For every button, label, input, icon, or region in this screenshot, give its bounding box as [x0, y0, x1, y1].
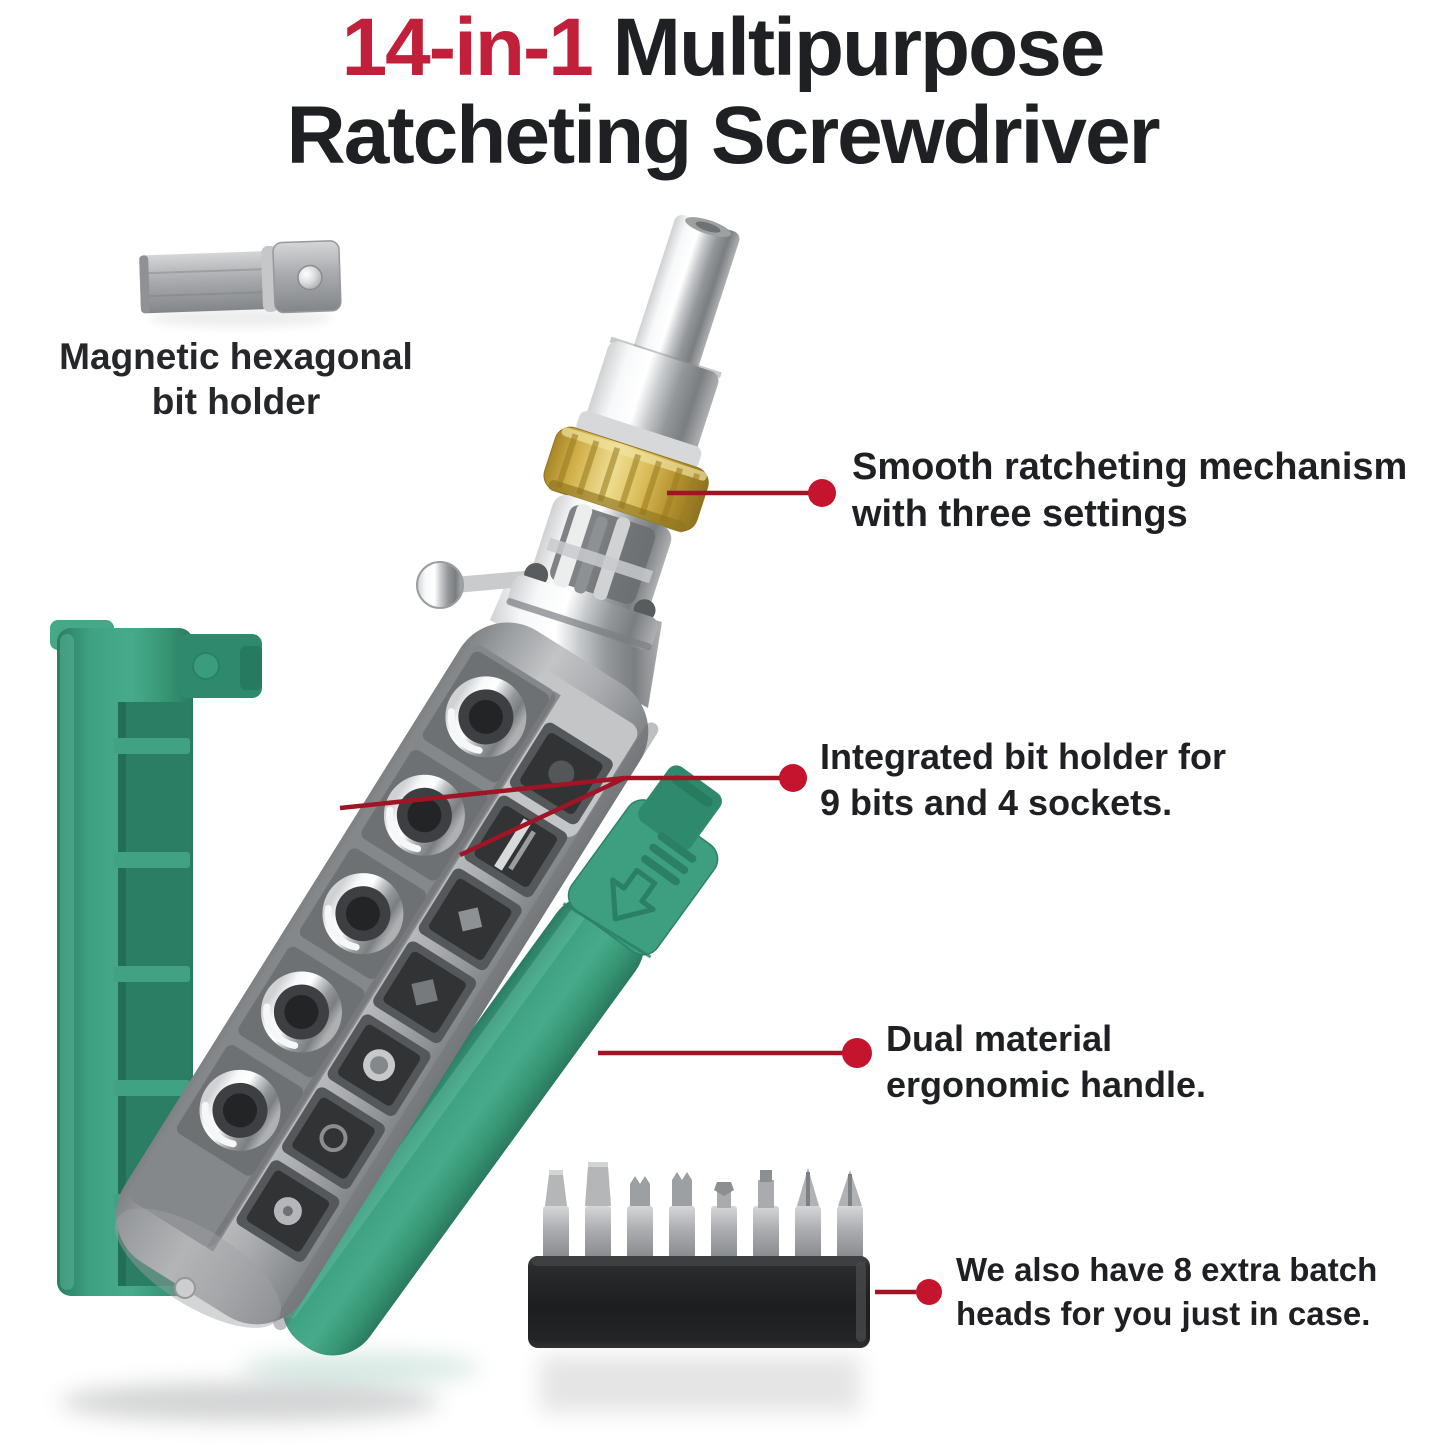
arrow-emboss-icon: [610, 867, 658, 922]
callout-dot-ratchet: [808, 479, 836, 507]
bit-flat-wide: [585, 1162, 611, 1262]
extra-bit-strip: [528, 1162, 870, 1348]
bit-hex: [711, 1182, 737, 1262]
shaft-assembly: [506, 214, 740, 651]
pivot-rivet: [174, 1277, 196, 1299]
title-rest: Multipurpose: [612, 2, 1106, 93]
extra-bits: [543, 1162, 863, 1262]
clip-ribs: [641, 832, 697, 886]
title-highlight: 14-in-1: [341, 2, 594, 93]
callout-dot-extra: [916, 1279, 942, 1305]
shaft-tip: [632, 214, 740, 375]
bit-torx-2: [669, 1172, 695, 1262]
bit-square: [753, 1170, 779, 1262]
callout-bitholder-text: Integrated bit holder for 9 bits and 4 s…: [820, 736, 1227, 823]
universal-joint: [524, 494, 672, 622]
title-line-1: 14-in-1 Multipurpose: [0, 4, 1445, 92]
callout-extra-bits-text: We also have 8 extra batch heads for you…: [956, 1251, 1378, 1332]
bit-phillips-1: [795, 1168, 821, 1262]
callout-lines: [339, 490, 916, 1295]
green-handle-right: [281, 765, 722, 1356]
bit-phillips-2: [837, 1170, 863, 1262]
callout-dots: [779, 479, 942, 1305]
floor-reflections: [60, 309, 860, 1422]
callout-ratchet-text: Smooth ratcheting mechanism with three s…: [852, 446, 1408, 535]
ball-detent: [297, 264, 323, 291]
hex-bit-holder-image: [139, 240, 342, 314]
magnetic-bit-holder-label: Magnetic hexagonal bit holder: [59, 336, 413, 422]
bit-strip-body: [528, 1256, 870, 1348]
bit-flat-small: [543, 1170, 569, 1262]
callout-line-bitholder: [339, 775, 780, 858]
bit-torx-1: [627, 1176, 653, 1262]
lower-collar: [507, 575, 658, 650]
bit-slots: [233, 720, 616, 1265]
callout-dot-bitholder: [779, 764, 807, 792]
page-title: 14-in-1 Multipurpose Ratcheting Screwdri…: [0, 4, 1445, 180]
callout-dot-handle: [842, 1038, 872, 1068]
callout-handle-text: Dual material ergonomic handle.: [886, 1018, 1207, 1105]
ratchet-ring: [543, 426, 709, 533]
title-line-2: Ratcheting Screwdriver: [286, 90, 1161, 181]
